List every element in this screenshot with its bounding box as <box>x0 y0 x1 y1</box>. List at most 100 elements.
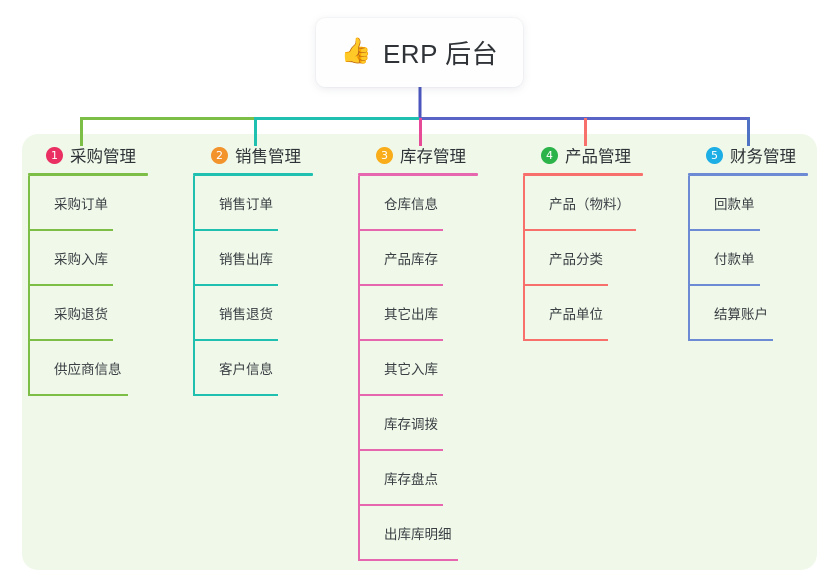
column-title-4: 产品管理 <box>565 148 631 166</box>
leaf-item[interactable]: 采购入库 <box>28 231 176 286</box>
leaf-rule <box>28 284 113 286</box>
leaf-rule <box>358 284 443 286</box>
column-4: 4 产品管理产品（物料） 产品分类产品单位 <box>523 143 683 341</box>
column-badge-4: 4 <box>541 146 558 164</box>
column-1: 1 采购管理采购订单采购入库采购退货供应商信息 <box>28 143 176 396</box>
leaf-item[interactable]: 仓库信息 <box>358 176 506 231</box>
leaf-label: 付款单 <box>714 252 755 267</box>
leaf-stem <box>523 176 525 231</box>
leaf-label: 销售出库 <box>219 252 273 267</box>
leaf-label: 采购入库 <box>54 252 108 267</box>
column-items-3: 仓库信息产品库存其它出库其它入库库存调拨库存盘点出库库明细 <box>358 176 506 561</box>
leaf-label: 销售订单 <box>219 197 273 212</box>
leaf-stem <box>28 231 30 286</box>
leaf-item[interactable]: 产品单位 <box>523 286 683 341</box>
leaf-rule <box>193 284 278 286</box>
leaf-stem <box>358 176 360 231</box>
leaf-label: 出库库明细 <box>384 527 452 542</box>
leaf-item[interactable]: 产品库存 <box>358 231 506 286</box>
column-items-5: 回款单付款单结算账户 <box>688 176 836 341</box>
column-rule-2 <box>193 173 313 176</box>
column-title-1: 采购管理 <box>70 148 136 166</box>
leaf-rule <box>28 229 113 231</box>
leaf-item[interactable]: 销售退货 <box>193 286 341 341</box>
leaf-item[interactable]: 产品分类 <box>523 231 683 286</box>
leaf-item[interactable]: 结算账户 <box>688 286 836 341</box>
leaf-label: 仓库信息 <box>384 197 438 212</box>
leaf-stem <box>688 231 690 286</box>
leaf-rule <box>688 229 760 231</box>
leaf-rule <box>193 339 278 341</box>
leaf-label: 结算账户 <box>714 307 768 322</box>
leaf-rule <box>523 284 608 286</box>
leaf-item[interactable]: 采购订单 <box>28 176 176 231</box>
leaf-rule <box>688 284 760 286</box>
leaf-label: 采购订单 <box>54 197 108 212</box>
column-title-5: 财务管理 <box>730 148 796 166</box>
leaf-rule <box>688 339 773 341</box>
leaf-stem <box>28 176 30 231</box>
leaf-stem <box>28 286 30 341</box>
leaf-rule <box>523 339 608 341</box>
leaf-stem <box>193 231 195 286</box>
leaf-item[interactable]: 销售出库 <box>193 231 341 286</box>
leaf-item[interactable]: 客户信息 <box>193 341 341 396</box>
leaf-rule <box>358 229 443 231</box>
column-rule-4 <box>523 173 643 176</box>
leaf-rule <box>28 394 128 396</box>
leaf-item[interactable]: 回款单 <box>688 176 836 231</box>
leaf-stem <box>358 451 360 506</box>
leaf-item[interactable]: 采购退货 <box>28 286 176 341</box>
leaf-item[interactable]: 库存调拨 <box>358 396 506 451</box>
leaf-stem <box>688 176 690 231</box>
leaf-label: 其它出库 <box>384 307 438 322</box>
leaf-rule <box>358 504 443 506</box>
column-items-1: 采购订单采购入库采购退货供应商信息 <box>28 176 176 396</box>
leaf-stem <box>523 231 525 286</box>
leaf-item[interactable]: 产品（物料） <box>523 176 683 231</box>
column-rule-5 <box>688 173 808 176</box>
leaf-rule <box>358 394 443 396</box>
leaf-stem <box>358 231 360 286</box>
leaf-label: 库存盘点 <box>384 472 438 487</box>
leaf-stem <box>358 396 360 451</box>
column-header-4[interactable]: 4 产品管理 <box>523 143 683 167</box>
root-node[interactable]: 👍 ERP 后台 <box>316 18 523 87</box>
leaf-stem <box>358 286 360 341</box>
column-badge-3: 3 <box>376 146 393 164</box>
column-badge-5: 5 <box>706 146 723 164</box>
leaf-item[interactable]: 其它入库 <box>358 341 506 396</box>
leaf-label: 产品库存 <box>384 252 438 267</box>
leaf-item[interactable]: 供应商信息 <box>28 341 176 396</box>
column-badge-1: 1 <box>46 146 63 164</box>
thumbs-up-icon: 👍 <box>340 37 372 65</box>
leaf-stem <box>358 506 360 561</box>
leaf-rule <box>28 339 113 341</box>
leaf-item[interactable]: 销售订单 <box>193 176 341 231</box>
leaf-item[interactable]: 库存盘点 <box>358 451 506 506</box>
leaf-stem <box>28 341 30 396</box>
column-rule-1 <box>28 173 148 176</box>
leaf-item[interactable]: 出库库明细 <box>358 506 506 561</box>
leaf-label: 客户信息 <box>219 362 273 377</box>
column-header-5[interactable]: 5 财务管理 <box>688 143 836 167</box>
leaf-stem <box>523 286 525 341</box>
column-items-2: 销售订单销售出库销售退货客户信息 <box>193 176 341 396</box>
column-header-1[interactable]: 1 采购管理 <box>28 143 176 167</box>
leaf-rule <box>193 394 278 396</box>
modules-panel <box>22 134 817 570</box>
leaf-label: 产品分类 <box>549 252 603 267</box>
leaf-stem <box>193 176 195 231</box>
leaf-stem <box>688 286 690 341</box>
leaf-label: 其它入库 <box>384 362 438 377</box>
leaf-item[interactable]: 其它出库 <box>358 286 506 341</box>
leaf-rule <box>358 449 443 451</box>
leaf-label: 产品单位 <box>549 307 603 322</box>
leaf-item[interactable]: 付款单 <box>688 231 836 286</box>
leaf-rule <box>358 339 443 341</box>
